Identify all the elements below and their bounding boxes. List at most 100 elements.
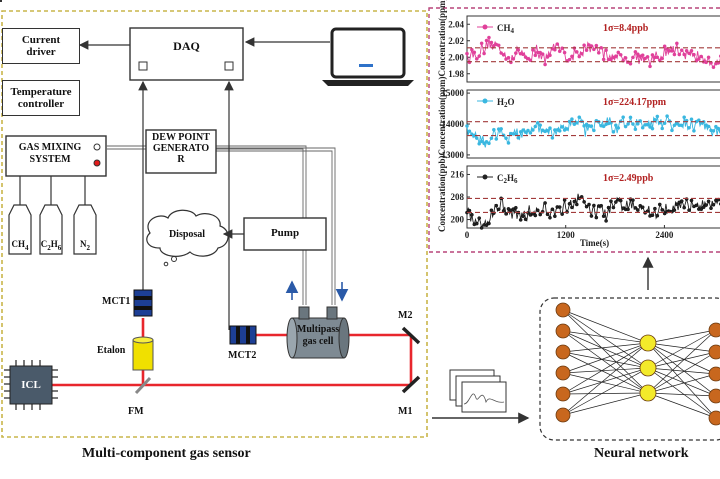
chart-point xyxy=(692,52,696,57)
chart-point xyxy=(601,214,606,218)
chart-point xyxy=(594,215,599,220)
chart-point xyxy=(670,128,674,133)
chart-point xyxy=(538,212,543,217)
chart-point xyxy=(689,117,694,122)
mct2-detector xyxy=(229,325,257,345)
chart-point xyxy=(601,124,606,129)
chart-point xyxy=(543,62,547,67)
current-driver-label: Current driver xyxy=(21,34,61,58)
chart-point xyxy=(557,205,562,209)
multipass-label: Multipass gas cell xyxy=(296,324,340,347)
chart-point xyxy=(699,54,704,59)
chart-y-tick-label: 200 xyxy=(451,215,465,225)
chart-point xyxy=(643,56,647,61)
chart-x-tick-label: 1200 xyxy=(557,230,576,240)
panel-stat-label: 1σ=8.4ppb xyxy=(603,23,649,34)
chart-point xyxy=(706,124,711,129)
chart-point xyxy=(506,55,511,60)
chart-point xyxy=(592,47,596,52)
chart-point xyxy=(640,205,645,209)
chart-point xyxy=(709,206,713,211)
icl-label: ICL xyxy=(21,379,41,391)
nn-link xyxy=(562,309,649,369)
chart-point xyxy=(479,139,484,144)
chart-point xyxy=(484,223,489,228)
chart-point xyxy=(494,137,499,141)
chart-point xyxy=(653,118,657,122)
chart-point xyxy=(697,57,701,61)
temperature-controller-box xyxy=(2,80,80,116)
chart-point xyxy=(601,57,606,62)
chart-point xyxy=(501,53,506,57)
chart-point xyxy=(565,127,569,131)
chart-point xyxy=(609,57,613,62)
chart-point xyxy=(628,115,633,120)
nn-link xyxy=(647,342,717,419)
chart-point xyxy=(557,49,562,54)
chart-point xyxy=(467,129,472,134)
chart-point xyxy=(614,54,618,58)
nn-link xyxy=(647,367,717,375)
chart-point xyxy=(655,114,660,119)
chart-y-tick-label: 13000 xyxy=(442,150,465,160)
chart-point xyxy=(560,125,564,129)
pump-label: Pump xyxy=(270,227,300,239)
chart-point xyxy=(679,48,684,53)
chart-point xyxy=(640,125,645,130)
chart-point xyxy=(701,205,706,209)
chart-point xyxy=(489,40,494,45)
chart-point xyxy=(662,121,667,126)
chart-x-label: Time(s) xyxy=(580,238,609,248)
m2-label: M2 xyxy=(398,310,413,321)
chart-point xyxy=(582,200,586,204)
chart-point xyxy=(487,221,491,226)
concentration-chart: Concentration(ppb)Concentration(ppm)Conc… xyxy=(437,0,720,248)
legend-swatch-dot xyxy=(482,24,488,30)
gas-mixing-label: GAS MIXING SYSTEM xyxy=(18,142,82,165)
chart-point xyxy=(618,198,623,203)
chart-point xyxy=(516,48,521,52)
nn-link xyxy=(647,329,717,394)
chart-point xyxy=(521,52,525,57)
chart-point xyxy=(548,53,552,58)
chart-point xyxy=(553,214,557,219)
nn-link xyxy=(647,367,717,419)
chart-y-tick-label: 2.02 xyxy=(448,36,464,46)
chart-point xyxy=(653,206,657,211)
mirror-m2 xyxy=(401,326,421,345)
chart-point xyxy=(645,55,650,59)
chart-point xyxy=(711,203,716,207)
nn-link xyxy=(562,351,649,369)
chart-point xyxy=(567,57,572,62)
chart-point xyxy=(672,123,677,128)
chart-point xyxy=(631,122,635,126)
nn-link xyxy=(562,342,649,416)
nn-link xyxy=(647,342,717,375)
chart-point xyxy=(675,202,679,207)
chart-point xyxy=(548,215,552,220)
chart-point xyxy=(477,141,482,146)
chart-point xyxy=(477,54,482,58)
chart-point xyxy=(650,126,655,131)
chart-point xyxy=(604,219,608,223)
chart-point xyxy=(614,200,618,204)
daq-port-left xyxy=(138,61,148,71)
chart-point xyxy=(506,141,511,145)
nn-link xyxy=(562,342,649,353)
chart-point xyxy=(711,129,716,133)
chart-point xyxy=(467,208,472,213)
chart-point xyxy=(682,52,686,57)
chart-point xyxy=(697,118,701,122)
nn-link xyxy=(562,342,649,374)
chart-point xyxy=(640,53,645,57)
nn-link xyxy=(562,330,649,344)
nn-link xyxy=(647,329,717,369)
chart-point xyxy=(550,136,555,140)
chart-x-tick-label: 2400 xyxy=(655,230,674,240)
chart-point xyxy=(706,55,711,60)
chart-point xyxy=(518,218,523,222)
chart-point xyxy=(528,58,533,63)
chart-point xyxy=(523,217,528,222)
chart-point xyxy=(579,51,584,56)
chart-point xyxy=(606,205,611,210)
